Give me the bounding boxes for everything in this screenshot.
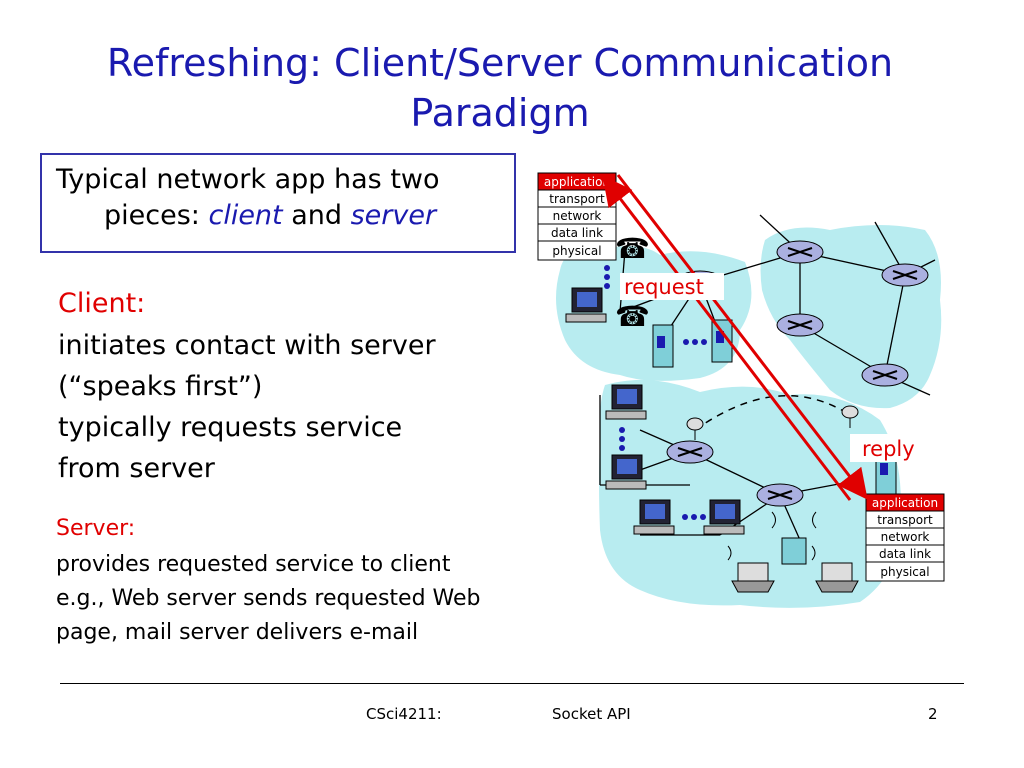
intro-and-word: and xyxy=(282,200,351,231)
footer-divider xyxy=(60,683,964,684)
router-icon xyxy=(756,483,804,507)
client-line: from server xyxy=(58,453,215,484)
server-protocol-stack: application transport network data link … xyxy=(865,493,945,582)
intro-client-word: client xyxy=(208,200,283,231)
router-icon xyxy=(666,440,714,464)
server-tower-icon xyxy=(652,324,674,368)
laptop-icon xyxy=(811,545,859,593)
title-line-2: Paradigm xyxy=(410,91,590,135)
reply-arrow xyxy=(602,175,852,501)
stack-layer-label: data link xyxy=(879,547,931,561)
stack-layer-label: application xyxy=(544,175,610,189)
client-line: initiates contact with server xyxy=(58,330,436,361)
stack-layer-label: network xyxy=(553,209,602,223)
regional-network-cloud xyxy=(599,379,901,608)
server-line: page, mail server delivers e-mail xyxy=(56,620,419,645)
intro-box xyxy=(40,153,516,253)
reply-label-bg xyxy=(850,434,934,462)
router-icon xyxy=(861,363,909,387)
desktop-computer-icon xyxy=(565,287,607,323)
desktop-computer-icon xyxy=(703,499,745,535)
footer-page-number: 2 xyxy=(928,705,938,723)
client-protocol-stack: application transport network data link … xyxy=(537,172,617,261)
intro-pieces-prefix: pieces: xyxy=(104,200,209,231)
intro-line-1: Typical network app has two xyxy=(56,164,440,195)
title-line-1: Refreshing: Client/Server Communication xyxy=(106,41,894,85)
telephone-icon: ☎ xyxy=(615,232,650,265)
desktop-computer-icon xyxy=(633,499,675,535)
router-icon xyxy=(881,263,929,287)
request-label-bg xyxy=(620,273,724,300)
server-heading: Server: xyxy=(56,516,136,541)
router-icon xyxy=(776,240,824,264)
satellite-dish-icon xyxy=(686,417,704,440)
stack-layer-label: transport xyxy=(549,192,605,206)
wireless-access-point-icon xyxy=(771,511,817,565)
footer-topic: Socket API xyxy=(552,705,631,723)
ellipsis-dots xyxy=(604,265,707,520)
stack-layer-label: transport xyxy=(877,513,933,527)
stack-layer-label: physical xyxy=(880,565,929,579)
request-label: request xyxy=(624,275,704,299)
stack-layer-label: physical xyxy=(552,244,601,258)
satellite-link xyxy=(694,394,851,431)
stack-layer-label: data link xyxy=(551,226,603,240)
client-heading: Client: xyxy=(58,288,146,319)
satellite-dish-icon xyxy=(841,405,859,428)
desktop-computer-icon xyxy=(605,454,647,490)
slide-title: Refreshing: Client/Server Communication … xyxy=(0,38,1000,138)
stack-layer-label: application xyxy=(872,496,938,510)
intro-server-word: server xyxy=(350,200,437,231)
intro-line-2: pieces: client and server xyxy=(104,200,436,231)
router-icon xyxy=(776,313,824,337)
desktop-computer-icon xyxy=(605,384,647,420)
client-line: typically requests service xyxy=(58,412,403,443)
server-line: provides requested service to client xyxy=(56,552,451,577)
client-line: (“speaks first”) xyxy=(58,371,263,402)
server-tower-icon xyxy=(711,319,733,363)
server-line: e.g., Web server sends requested Web xyxy=(56,586,481,611)
stack-layer-label: network xyxy=(881,530,930,544)
laptop-icon xyxy=(727,545,775,593)
telephone-icon: ☎ xyxy=(615,300,650,333)
footer-course: CSci4211: xyxy=(366,705,442,723)
network-diagram: ☎ ☎ xyxy=(537,172,945,608)
request-arrow xyxy=(616,174,868,500)
reply-label: reply xyxy=(862,437,915,461)
